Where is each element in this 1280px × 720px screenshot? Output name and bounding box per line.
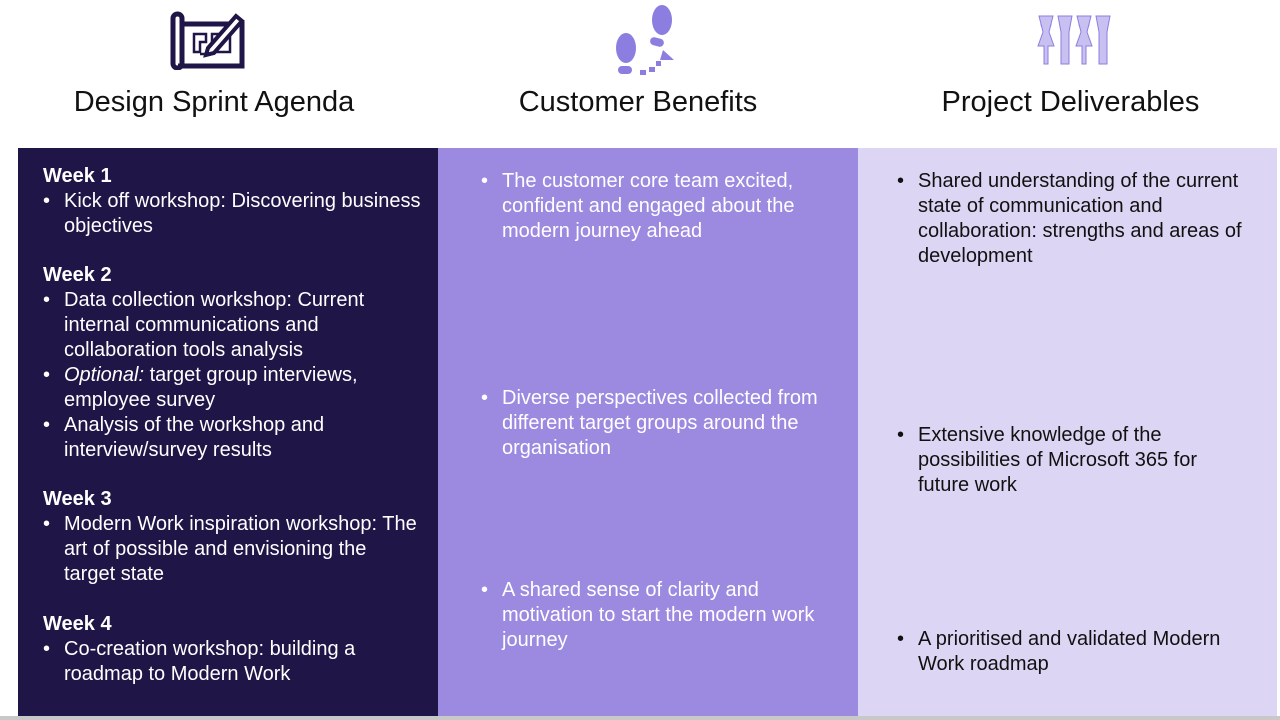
benefit-item: The customer core team excited, confiden… [481,169,822,244]
agenda-item: Analysis of the workshop and interview/s… [43,413,423,463]
week-heading: Week 3 [43,488,112,510]
week-heading: Week 1 [43,165,112,187]
agenda-panel: Week 1 Kick off workshop: Discovering bu… [18,148,438,716]
agenda-item: Kick off workshop: Discovering business … [43,189,423,239]
week-block: Week 1 Kick off workshop: Discovering bu… [43,164,423,239]
optional-label: Optional: [64,364,145,386]
week-block: Week 3 Modern Work inspiration workshop:… [43,487,423,587]
week-heading: Week 4 [43,613,112,635]
blueprint-pencil-icon [170,11,245,70]
agenda-item: Data collection workshop: Current intern… [43,288,423,363]
week-block: Week 2 Data collection workshop: Current… [43,263,423,463]
deliverable-item: Extensive knowledge of the possibilities… [897,423,1248,498]
deliverable-item: Shared understanding of the current stat… [897,169,1278,269]
column-title-benefits: Customer Benefits [518,86,758,118]
agenda-item: Modern Work inspiration workshop: The ar… [43,512,423,587]
benefits-panel: The customer core team excited, confiden… [438,148,858,716]
deliverable-item: A prioritised and validated Modern Work … [897,627,1238,677]
agenda-item: Optional: target group interviews, emplo… [43,363,423,413]
benefit-item: A shared sense of clarity and motivation… [481,578,832,653]
column-title-deliverables: Project Deliverables [941,86,1200,118]
people-celebrating-icon [1037,15,1111,65]
footsteps-icon [616,5,674,75]
week-heading: Week 2 [43,264,112,286]
bottom-border [0,716,1280,720]
agenda-item: Co-creation workshop: building a roadmap… [43,637,423,687]
deliverables-panel: Shared understanding of the current stat… [858,148,1277,716]
benefit-item: Diverse perspectives collected from diff… [481,386,832,461]
agenda-item-text: target group interviews, employee survey [64,364,358,411]
column-title-agenda: Design Sprint Agenda [73,86,355,118]
week-block: Week 4 Co-creation workshop: building a … [43,612,423,687]
